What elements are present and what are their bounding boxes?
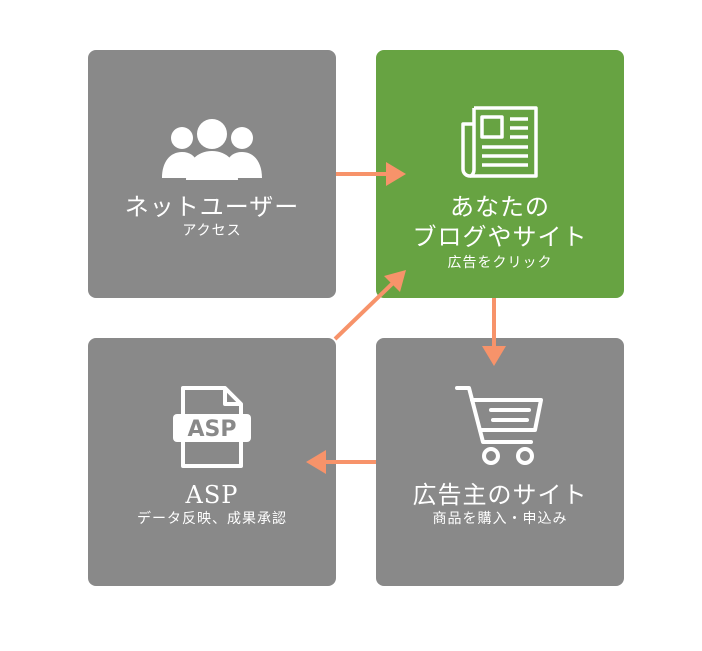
node-advertiser-site: 広告主のサイト 商品を購入・申込み <box>376 338 624 586</box>
node-title: ネットユーザー <box>124 193 300 221</box>
newspaper-icon <box>461 106 538 178</box>
node-title-line2: ブログやサイト <box>412 223 588 251</box>
node-your-blog: あなたの ブログやサイト 広告をクリック <box>376 50 624 298</box>
node-subtitle: アクセス <box>182 223 242 239</box>
node-asp: ASP ASP データ反映、成果承認 <box>88 338 336 586</box>
node-subtitle: 広告をクリック <box>447 255 553 271</box>
node-subtitle: データ反映、成果承認 <box>137 511 287 527</box>
node-net-users: ネットユーザー アクセス <box>88 50 336 298</box>
node-title: ASP <box>185 481 239 509</box>
asp-file-icon: ASP <box>173 386 251 468</box>
asp-icon-text: ASP <box>188 417 237 442</box>
shopping-cart-icon <box>455 386 543 465</box>
node-title: 広告主のサイト <box>412 481 588 509</box>
users-group-icon <box>162 119 262 180</box>
node-subtitle: 商品を購入・申込み <box>432 511 568 527</box>
node-title-line1: あなたの <box>450 193 550 221</box>
